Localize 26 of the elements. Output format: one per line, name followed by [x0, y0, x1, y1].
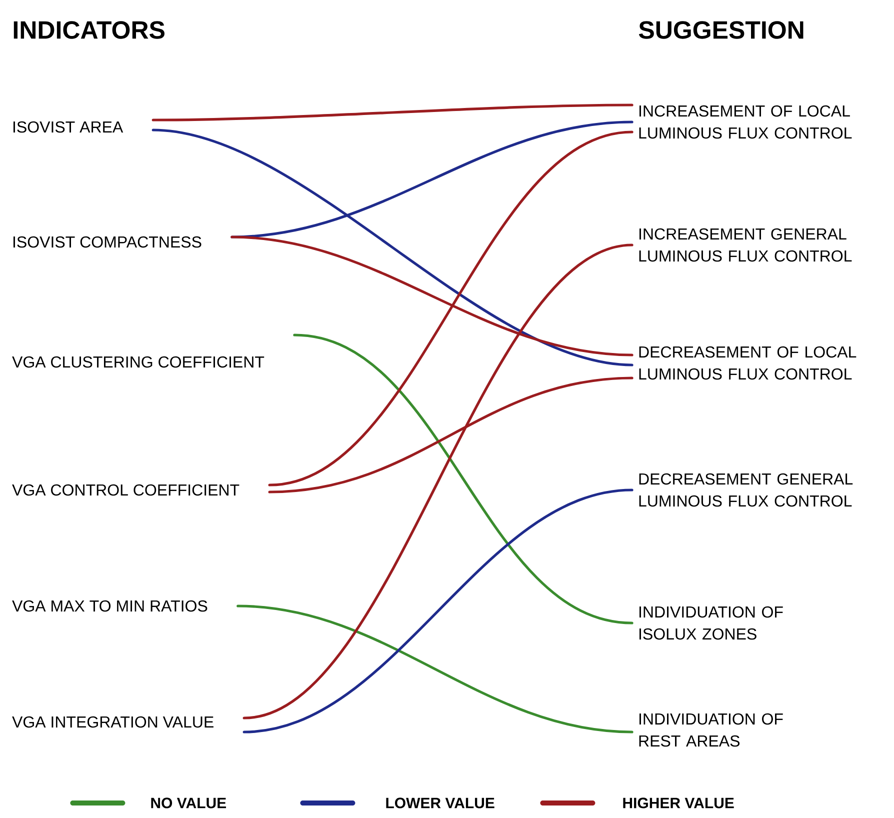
- suggestion-label: DECREASEMENT GENERAL LUMINOUS FLUX CONTROL: [639, 473, 853, 507]
- column-heading: INDICATORS: [14, 21, 164, 39]
- suggestion-label: INDIVIDUATION OF ISOLUX ZONES: [639, 606, 783, 640]
- suggestion-label: INCREASEMENT GENERAL LUMINOUS FLUX CONTROL: [639, 228, 852, 262]
- legend-label: NO VALUE: [151, 798, 226, 808]
- suggestion-label: INDIVIDUATION OF REST AREAS: [639, 713, 783, 747]
- indicator-label: VGA CONTROL COEFFICIENT: [12, 484, 240, 496]
- connector-curve: [152, 128, 634, 366]
- indicator-label: VGA INTEGRATION VALUE: [12, 716, 214, 728]
- connector-curve: [268, 130, 634, 486]
- legend-label: HIGHER VALUE: [623, 798, 734, 808]
- connector-curve: [242, 488, 634, 734]
- column-heading: SUGGESTION: [638, 21, 804, 39]
- connector-curve: [242, 244, 634, 720]
- connector-curve: [230, 236, 634, 356]
- indicator-label: ISOVIST COMPACTNESS: [13, 236, 202, 248]
- indicator-label: VGA MAX TO MIN RATIOS: [12, 600, 208, 612]
- legend-label: LOWER VALUE: [386, 798, 494, 808]
- indicator-label: ISOVIST AREA: [13, 121, 124, 133]
- connector-curve: [236, 604, 634, 734]
- suggestion-label: INCREASEMENT OF LOCAL LUMINOUS FLUX CONTROL: [639, 105, 852, 139]
- suggestion-label: DECREASEMENT OF LOCAL LUMINOUS FLUX CONTROL: [639, 346, 856, 380]
- connector-curve: [293, 334, 634, 624]
- indicator-label: VGA CLUSTERING COEFFICIENT: [12, 356, 264, 368]
- connector-curve: [268, 376, 634, 494]
- connector-curve: [152, 104, 634, 122]
